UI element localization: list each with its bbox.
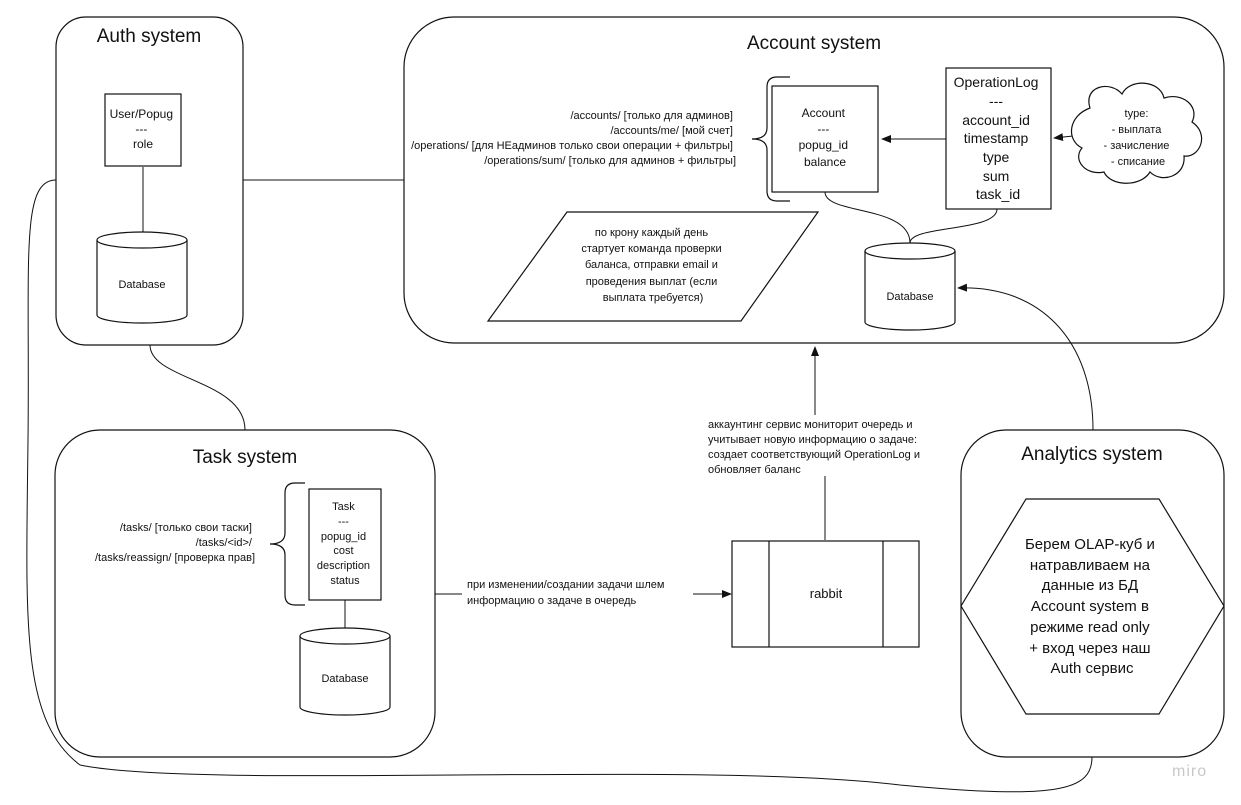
task-to-rabbit-note: при изменении/создании задачи шлем xyxy=(467,579,664,591)
auth-task-connector xyxy=(149,344,246,431)
account-entity-line: balance xyxy=(804,155,846,169)
auth-system-container xyxy=(55,16,244,346)
cron-note-line: выплата требуется) xyxy=(603,292,703,304)
task-system-title: Task system xyxy=(193,447,298,468)
task-entity-line: status xyxy=(330,575,360,587)
outer-auth-analytics-connector xyxy=(26,179,1093,793)
auth-system-title: Auth system xyxy=(97,26,202,47)
cron-note-line: стартует команда проверки xyxy=(581,243,721,255)
analytics-system: Analytics system Берем OLAP-куб и натрав… xyxy=(960,429,1225,758)
analytics-system-container xyxy=(960,429,1225,758)
cron-note-line: по крону каждый день xyxy=(595,227,708,239)
task-entity-line: --- xyxy=(338,516,349,528)
analytics-to-account-db-arrow xyxy=(957,283,1094,431)
svg-text:Берем OLAP-куб и натравл: Берем OLAP-куб и натравливаем на данные … xyxy=(1025,536,1159,677)
operationlog-line: type xyxy=(983,149,1010,165)
rabbit-queue: rabbit xyxy=(731,540,920,648)
svg-text:/accounts/ [только для админов: /accounts/ [только для админов] /account… xyxy=(411,110,736,167)
task-endpoint: /tasks/reassign/ [проверка прав] xyxy=(95,552,255,564)
task-entity-line: popug_id xyxy=(321,531,366,543)
account-entity-line: popug_id xyxy=(799,138,848,152)
rabbit-to-account-note: аккаунтинг сервис мониторит очередь и xyxy=(708,419,913,431)
analytics-system-title: Analytics system xyxy=(1021,444,1162,465)
task-db-label: Database xyxy=(321,673,368,685)
operation-type-cloud xyxy=(1070,82,1203,184)
account-system-title: Account system xyxy=(747,33,881,54)
task-entity-line: Task xyxy=(332,501,355,513)
account-entity-line: Account xyxy=(802,106,846,120)
oplog-db-connector xyxy=(909,208,998,244)
account-database: Database xyxy=(864,242,956,331)
task-endpoint: /tasks/ [только свои таски] xyxy=(120,522,252,534)
svg-text:OperationLog --- a: OperationLog --- account_id timestamp ty… xyxy=(954,74,1043,202)
task-system-container xyxy=(54,429,436,758)
analytics-note-line: данные из БД xyxy=(1042,577,1138,594)
analytics-note-line: натравливаем на xyxy=(1030,557,1151,574)
task-entity-line: description xyxy=(317,560,370,572)
account-endpoint: /accounts/me/ [мой счет] xyxy=(611,125,733,137)
analytics-note-line: Auth сервис xyxy=(1050,660,1134,677)
user-entity-line: role xyxy=(133,137,153,151)
task-entity-box xyxy=(308,488,382,601)
account-endpoint: /accounts/ [только для админов] xyxy=(570,110,733,122)
svg-text:Task --- popug_id: Task --- popug_id cost description statu… xyxy=(317,501,373,587)
svg-text:/tasks/ [только свои таски]: /tasks/ [только свои таски] /tasks/<id>/… xyxy=(95,522,255,564)
cron-parallelogram xyxy=(486,211,820,322)
svg-text:User/Popug --- rol: User/Popug --- role xyxy=(110,107,177,151)
svg-text:Account --- popug_: Account --- popug_id balance xyxy=(799,106,852,169)
account-endpoints-brace xyxy=(751,76,790,202)
task-entity-line: cost xyxy=(333,545,353,557)
account-system: Account system /accounts/ [только для ад… xyxy=(403,16,1225,344)
operationlog-line: sum xyxy=(983,168,1009,184)
cloud-line: - зачисление xyxy=(1104,140,1170,152)
account-system-container xyxy=(403,16,1225,344)
operationlog-line: account_id xyxy=(962,112,1030,128)
analytics-note-line: Берем OLAP-куб и xyxy=(1025,536,1155,553)
cloud-to-oplog-arrow xyxy=(1053,133,1074,142)
account-entity-line: --- xyxy=(817,122,829,136)
rabbit-label: rabbit xyxy=(810,586,843,601)
cron-note-line: проведения выплат (если xyxy=(586,276,718,288)
analytics-hexagon xyxy=(960,498,1225,715)
task-database: Database xyxy=(299,627,391,716)
rabbit-to-account-note: обновляет баланс xyxy=(708,464,801,476)
account-db-label: Database xyxy=(886,291,933,303)
auth-db-label: Database xyxy=(118,279,165,291)
analytics-note-line: режиме read only xyxy=(1030,619,1150,636)
task-system: Task system /tasks/ [только свои таски] … xyxy=(54,429,436,758)
cron-note-line: баланса, отправки email и xyxy=(585,259,718,271)
cloud-line: - выплата xyxy=(1112,124,1163,136)
account-endpoint: /operations/ [для НЕадминов только свои … xyxy=(411,140,733,152)
svg-text:type: - выплата -: type: - выплата - зачисление - списание xyxy=(1104,108,1173,168)
auth-database: Database xyxy=(96,231,188,324)
user-entity-line: --- xyxy=(135,122,147,136)
cloud-line: type: xyxy=(1125,108,1149,120)
operationlog-line: OperationLog xyxy=(954,74,1039,90)
task-endpoints-brace xyxy=(269,482,305,606)
task-to-rabbit-note: информацию о задаче в очередь xyxy=(467,595,637,607)
miro-watermark: miro xyxy=(1172,763,1207,780)
auth-system: Auth system User/Popug --- role Database xyxy=(55,16,244,346)
rabbit-to-account-note: учитывает новую информацию о задаче: xyxy=(708,434,917,446)
analytics-note-line: + вход через наш xyxy=(1029,640,1150,657)
user-entity-box xyxy=(104,93,182,167)
cloud-line: - списание xyxy=(1111,156,1165,168)
account-endpoint: /operations/sum/ [только для админов + ф… xyxy=(484,155,736,167)
account-entity-box xyxy=(771,85,879,193)
account-db-connector xyxy=(824,191,911,244)
operationlog-line: timestamp xyxy=(964,130,1029,146)
rabbit-to-account-note: создает соответствующий OperationLog и xyxy=(708,449,920,461)
operationlog-line: task_id xyxy=(976,186,1020,202)
svg-text:при изменении/создании задачи: при изменении/создании задачи шлем инфор… xyxy=(467,579,668,607)
user-entity-line: User/Popug xyxy=(110,107,173,121)
svg-text:по крону каждый день ста: по крону каждый день стартует команда пр… xyxy=(581,227,724,304)
analytics-note-line: Account system в xyxy=(1031,598,1149,615)
operationlog-line: --- xyxy=(989,93,1003,109)
task-endpoint: /tasks/<id>/ xyxy=(196,537,253,549)
svg-text:аккаунтинг сервис мониторит оч: аккаунтинг сервис мониторит очередь и уч… xyxy=(708,419,923,476)
operationlog-entity-box xyxy=(945,67,1052,210)
